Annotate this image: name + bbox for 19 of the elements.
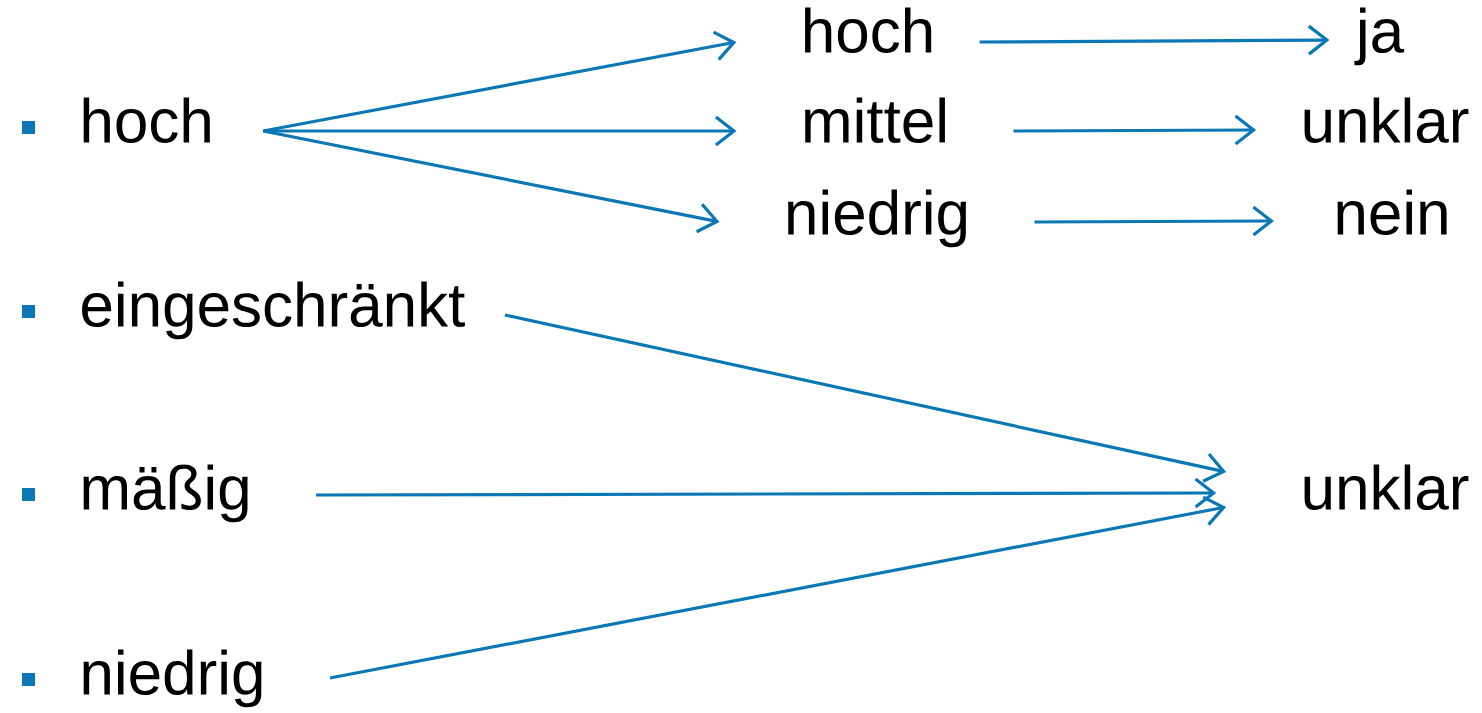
node-label: niedrig — [83, 649, 262, 708]
node-label: ja — [1354, 7, 1405, 66]
node-label: nein — [1337, 189, 1447, 235]
node-label: eingeschränkt — [82, 281, 465, 340]
arrow — [504, 313, 1227, 483]
arrow — [1034, 205, 1274, 237]
arrow — [1013, 114, 1257, 146]
node-label: mittel — [805, 97, 945, 143]
arrow — [979, 24, 1330, 56]
node-label: mäßig — [83, 464, 248, 523]
node-label: hoch — [805, 7, 932, 53]
arrow — [262, 129, 720, 234]
node-label: niedrig — [788, 189, 967, 248]
arrow — [263, 115, 737, 147]
arrow — [329, 495, 1227, 680]
arrow — [316, 477, 1217, 509]
node-label: unklar — [1304, 97, 1469, 143]
node-label: unklar — [1304, 464, 1469, 510]
node-label: hoch — [83, 97, 210, 143]
